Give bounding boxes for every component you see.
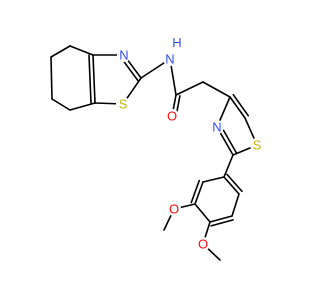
- single-bond: [175, 81, 204, 96]
- single-bond: [231, 193, 240, 217]
- double-bond-line: [210, 219, 234, 227]
- single-bond: [194, 181, 204, 205]
- single-bond: [229, 96, 246, 119]
- atom-label-n-fused-thiazole-background: [117, 48, 131, 62]
- atom-label-n-amide-background: [163, 52, 177, 66]
- bond-layer: [50, 45, 258, 261]
- atom-label-o-methoxy-3: O: [169, 202, 179, 217]
- double-bond-line: [88, 54, 92, 104]
- single-bond: [69, 45, 94, 56]
- atom-label-n-fused-thiazole: N: [119, 48, 128, 63]
- single-bond: [50, 56, 53, 100]
- atom-label-n-amide: N: [165, 52, 174, 67]
- double-bond-line: [232, 93, 250, 117]
- atom-label-n-thiazole-background: [210, 120, 224, 134]
- single-bond: [223, 176, 240, 195]
- double-bond-line: [226, 173, 243, 193]
- double-bond-line: [190, 179, 201, 204]
- atom-label-s-thiazole-background: [250, 138, 264, 152]
- single-bond: [223, 154, 234, 178]
- molecule-structure: N S N O N S O O H: [50, 35, 264, 261]
- single-bond: [194, 203, 211, 223]
- single-bond: [202, 176, 225, 183]
- single-bond: [202, 81, 231, 98]
- single-bond: [209, 215, 233, 223]
- atom-label-o-methoxy-4-background: [196, 237, 210, 251]
- atom-label-o-carbonyl-background: [165, 109, 179, 123]
- atom-label-o-methoxy-3-background: [167, 202, 181, 216]
- atom-layer: N S N O N S O O H: [116, 35, 264, 252]
- atom-label-o-carbonyl: O: [167, 109, 177, 124]
- atom-label-h-amide: H: [172, 35, 181, 50]
- single-bond: [69, 102, 96, 111]
- atom-label-s-fused-thiazole-background: [116, 97, 130, 111]
- atom-label-s-thiazole: S: [253, 138, 262, 153]
- atom-label-o-methoxy-4: O: [198, 237, 208, 252]
- single-bond: [50, 45, 71, 58]
- single-bond: [51, 98, 71, 111]
- atom-label-s-fused-thiazole: S: [119, 97, 128, 112]
- single-bond: [92, 54, 96, 104]
- atom-label-n-thiazole: N: [212, 120, 221, 135]
